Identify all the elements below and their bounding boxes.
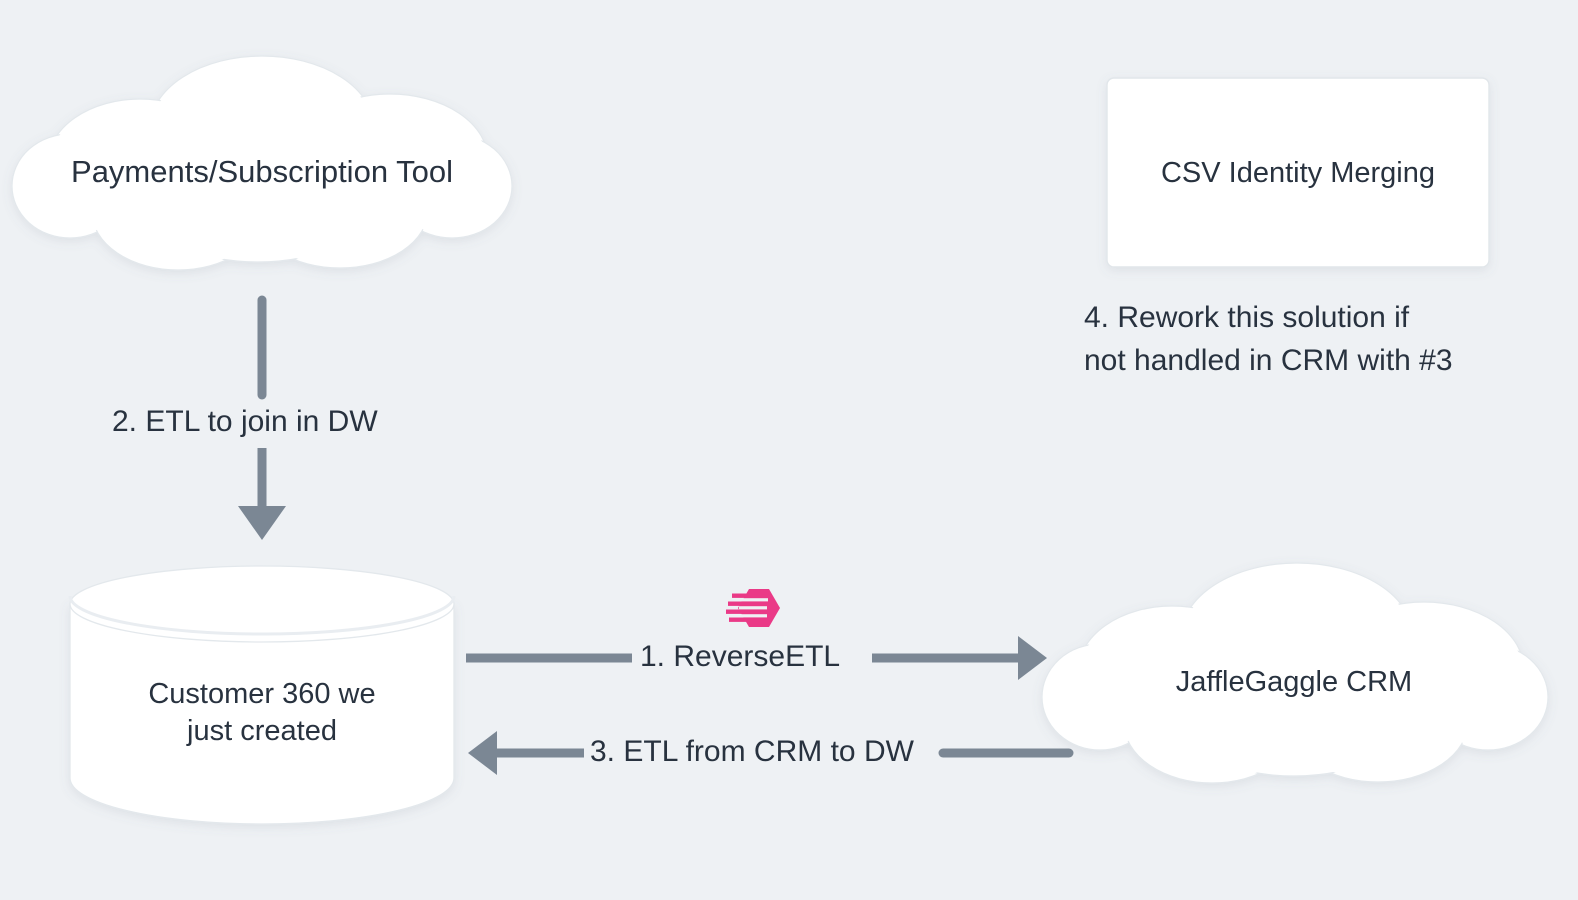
edge-label-etl-to-dw: 2. ETL to join in DW <box>112 405 378 438</box>
edge-label-reverse-etl: 1. ReverseETL <box>640 640 841 673</box>
hightouch-logo-icon <box>726 589 780 627</box>
crm-cloud-shape <box>1041 562 1549 784</box>
edge-reverse-etl <box>466 636 1047 680</box>
payments-cloud-shape <box>11 55 513 271</box>
edge-label-etl-from-crm: 3. ETL from CRM to DW <box>590 735 914 768</box>
csv-box-shape <box>1106 77 1490 268</box>
rework-note: 4. Rework this solution if not handled i… <box>1084 301 1453 377</box>
edge-etl-from-crm <box>468 731 1074 775</box>
edge-etl-to-dw <box>238 295 286 540</box>
warehouse-cylinder-shape <box>68 565 456 825</box>
